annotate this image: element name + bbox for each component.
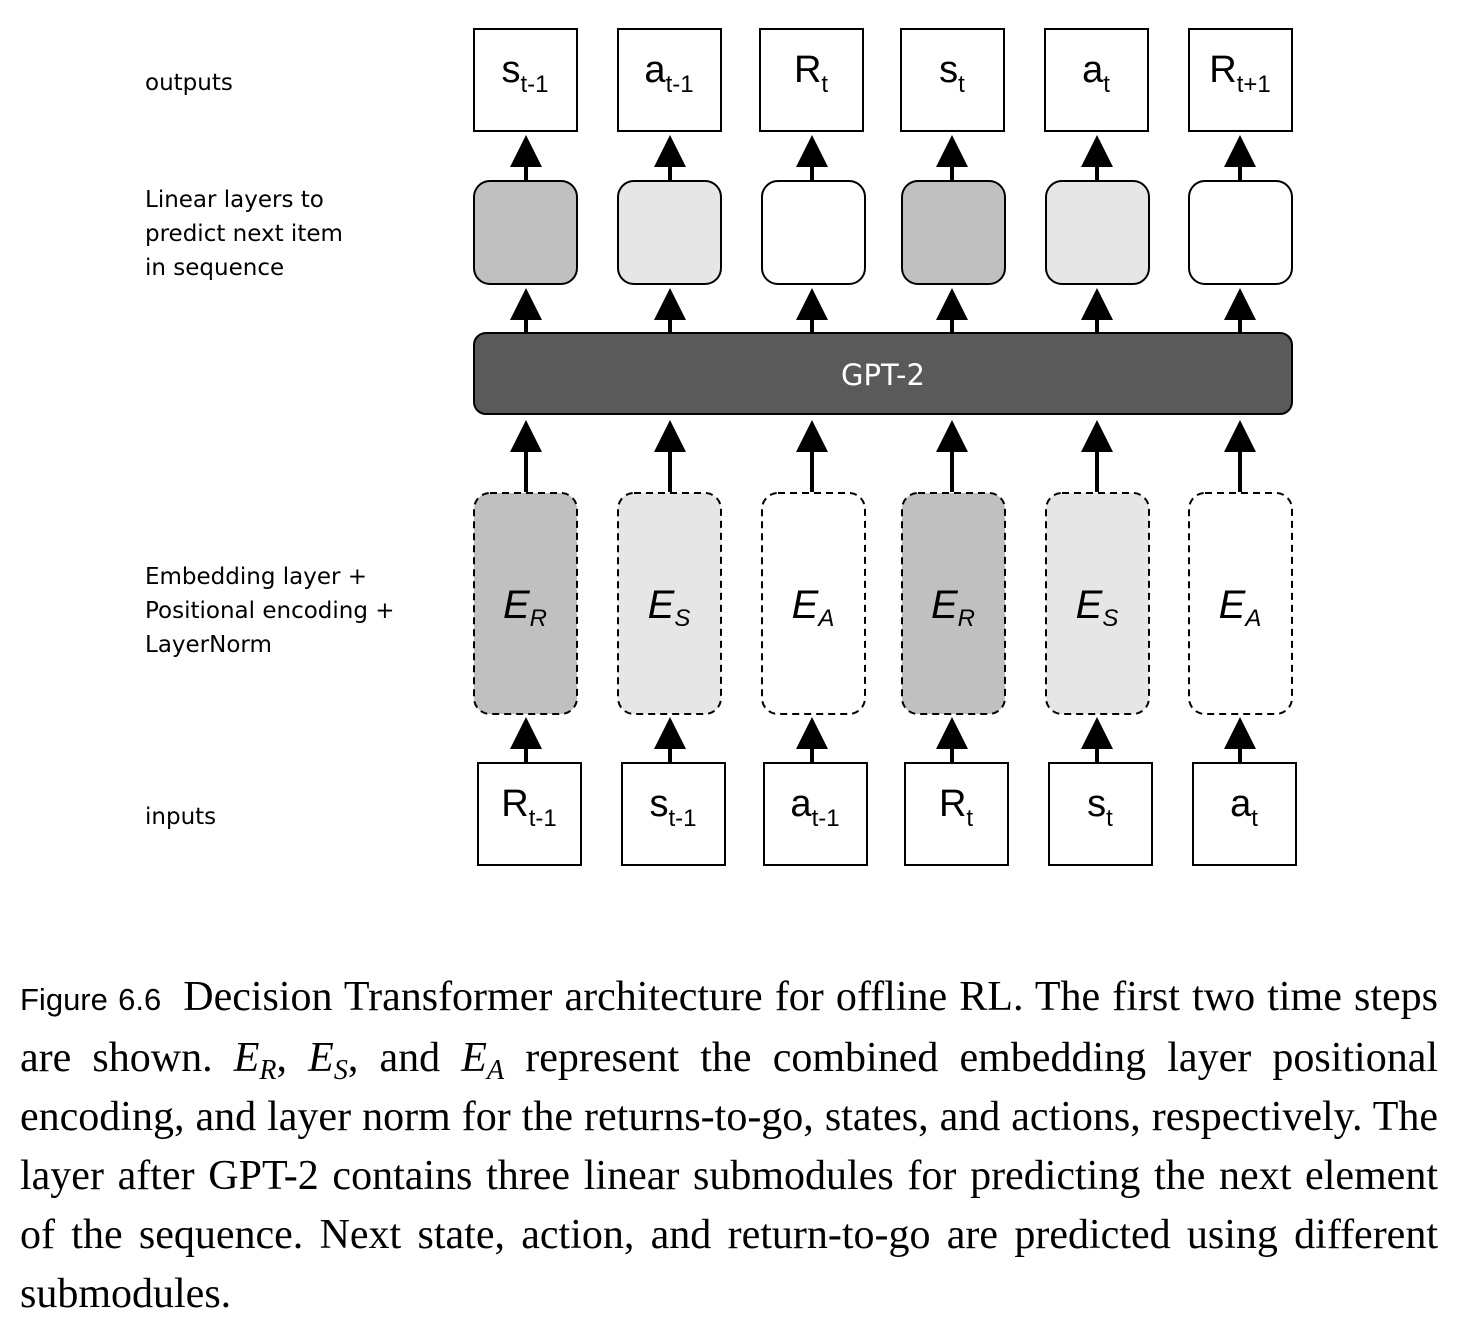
svg-text:ES: ES: [1076, 583, 1119, 632]
svg-text:Rt: Rt: [939, 783, 973, 832]
output-token-1: at-1: [617, 28, 722, 132]
embedding-row-label-line-3: LayerNorm: [145, 632, 272, 658]
inputs-row-label: inputs: [145, 804, 216, 830]
embedding-box-2: EA: [761, 492, 866, 715]
input-token-1: st-1: [621, 762, 726, 866]
input-token-0: Rt-1: [477, 762, 582, 866]
outputs-row-label: outputs: [145, 70, 233, 96]
embedding-box-3: ER: [901, 492, 1006, 715]
svg-text:st-1: st-1: [501, 49, 548, 98]
svg-text:st-1: st-1: [649, 783, 696, 832]
input-to-embedding-arrows: [510, 717, 1256, 762]
input-token-3: Rt: [904, 762, 1009, 866]
decision-transformer-diagram: outputs Linear layers to predict next it…: [145, 28, 1297, 866]
svg-text:ER: ER: [931, 583, 975, 632]
input-token-2: at-1: [763, 762, 868, 866]
embedding-box-4: ES: [1045, 492, 1150, 715]
output-token-4: at: [1044, 28, 1149, 132]
input-token-4: st: [1048, 762, 1153, 866]
linear-row-label-line-1: Linear layers to: [145, 187, 324, 213]
svg-text:at-1: at-1: [644, 49, 693, 98]
svg-text:at: at: [1082, 49, 1110, 98]
linear-layer-box-4: [1045, 180, 1150, 285]
svg-text:st: st: [939, 49, 965, 98]
output-token-5: Rt+1: [1188, 28, 1293, 132]
svg-text:at-1: at-1: [790, 783, 839, 832]
linear-layer-box-2: [761, 180, 866, 285]
embedding-row-label-line-1: Embedding layer +: [145, 564, 367, 590]
output-token-2: Rt: [759, 28, 864, 132]
embedding-box-0: ER: [473, 492, 578, 715]
embedding-to-gpt-arrows: [510, 420, 1256, 492]
embedding-box-1: ES: [617, 492, 722, 715]
svg-text:Rt: Rt: [794, 49, 828, 98]
symbol-ea: EA: [461, 1035, 505, 1086]
output-token-3: st: [900, 28, 1005, 132]
linear-row-label-line-3: in sequence: [145, 255, 284, 281]
svg-text:at: at: [1230, 783, 1258, 832]
svg-text:EA: EA: [1219, 583, 1262, 632]
svg-text:EA: EA: [792, 583, 835, 632]
svg-text:Rt+1: Rt+1: [1209, 49, 1270, 98]
symbol-er: ER: [233, 1035, 277, 1086]
linear-layer-box-3: [901, 180, 1006, 285]
symbol-es: ES: [308, 1035, 348, 1086]
output-token-0: st-1: [473, 28, 578, 132]
svg-text:Rt-1: Rt-1: [501, 783, 556, 832]
linear-to-output-arrows: [510, 135, 1256, 180]
linear-layer-box-5: [1188, 180, 1293, 285]
svg-text:ER: ER: [503, 583, 547, 632]
svg-text:ES: ES: [648, 583, 691, 632]
svg-text:st: st: [1087, 783, 1113, 832]
caption-text-part-2: represent the combined embedding layer p…: [20, 1035, 1439, 1317]
gpt2-label: GPT-2: [841, 358, 925, 392]
embedding-row-label-line-2: Positional encoding +: [145, 598, 395, 624]
gpt2-block: [473, 332, 1293, 415]
linear-layer-box-0: [473, 180, 578, 285]
figure-label: Figure 6.6: [20, 982, 162, 1017]
linear-layer-box-1: [617, 180, 722, 285]
caption-text-part-1: Decision Transformer architecture for of…: [20, 974, 1439, 1081]
gpt-to-linear-arrows: [510, 288, 1256, 332]
linear-row-label-line-2: predict next item: [145, 221, 343, 247]
embedding-box-5: EA: [1188, 492, 1293, 715]
input-token-5: at: [1192, 762, 1297, 866]
